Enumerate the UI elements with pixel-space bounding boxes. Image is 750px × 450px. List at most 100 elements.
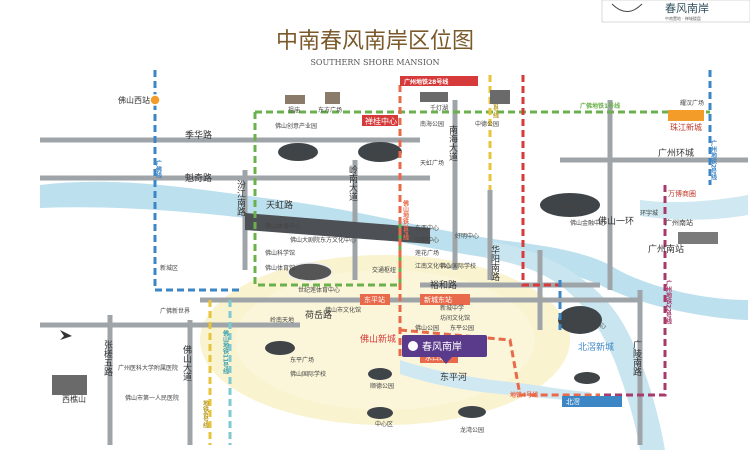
station-xincheng-east: 新城东站 — [424, 295, 452, 304]
road-zhangcha: 张槎五路 — [102, 340, 113, 377]
station-chan-center: 禅桂中心 — [365, 116, 397, 126]
logo-box — [601, 0, 750, 23]
compass-icon — [60, 330, 72, 340]
poi-middle: 佛山国际学校 — [290, 370, 326, 378]
landmark-stadium-icon — [287, 262, 333, 282]
metro-line4-label: 地铁4号线 — [510, 391, 538, 399]
station-beijiao-newtown: 北滘新城 — [578, 341, 614, 353]
station-beijiao-tag — [562, 396, 622, 407]
project-pointer — [440, 357, 452, 364]
poi-zhongxin: 中心区 — [375, 420, 393, 428]
metro-gz2-label: 广州地铁2号线 — [710, 139, 718, 181]
station-shuikou: 水口站 — [425, 353, 446, 362]
landmark-tower-icon — [490, 90, 510, 104]
road-foshan-dadao: 佛山大道 — [181, 344, 192, 382]
poi-culture: 佛山大剧院东方文化中心 — [290, 236, 356, 244]
poi-sci-museum: 佛山科学馆 — [265, 249, 295, 257]
metro-purple — [600, 185, 667, 397]
metro-labels: 广州地铁28号线 广佛地铁1号线 地铁6号线 地铁6号线 佛山地铁3号线 广佛线… — [155, 76, 718, 429]
poi-sanlong: 三龙湾 — [580, 374, 598, 382]
landmark-gz-south-icon — [678, 232, 718, 244]
lake-beijiao — [558, 306, 602, 334]
road-gz-huancheng: 广州环城 — [658, 147, 694, 159]
road-fenjiang: 汾江南路 — [235, 180, 246, 217]
road-gz-nanpu: 广州南站 — [648, 243, 684, 255]
poi-stadium: 佛山体育中心 — [265, 222, 301, 230]
lake-5 — [574, 372, 600, 384]
landmark-qiandeng-icon — [420, 92, 448, 102]
metro-line28-label: 广州地铁28号线 — [404, 78, 448, 86]
metro-red — [521, 75, 560, 287]
area-foshan-newtown: 佛山新城 — [360, 333, 396, 345]
poi-eastern: 东方广场 — [268, 344, 292, 352]
road-yuhe: 裕和路 — [430, 279, 457, 291]
road-kuiqi: 魁奇路 — [185, 172, 212, 184]
station-beijiao: 北滘 — [566, 397, 580, 406]
poi-tianlu: 佛山金融中心 — [570, 219, 606, 227]
poi-baixian: 百花广场 — [290, 152, 314, 160]
lake-qiandeng — [278, 143, 318, 161]
poi-labels: 祖庙 东方广场 佛山创意产业园 南海公园 中德公园 千灯湖 百花广场 文华公园 … — [118, 99, 704, 434]
project-name: 春风南岸 — [422, 340, 462, 353]
road-tianhong: 天虹路 — [266, 199, 293, 211]
poi-chuangyi: 佛山创意产业园 — [275, 122, 317, 130]
metro-line28-tag — [400, 76, 478, 86]
landmark-xiqiao: 西樵山 — [62, 394, 86, 404]
road-foshan-yihuan: 佛山一环 — [598, 215, 634, 227]
project-pin-icon — [408, 341, 418, 351]
road-hetao: 荷岳路 — [305, 309, 332, 321]
logo-mark-icon — [611, 3, 643, 12]
project-box — [402, 335, 487, 357]
poi-lingnan-tiandi: 岭南天地 — [270, 316, 294, 324]
poi-foshan-city: 佛山市文化馆 — [325, 306, 361, 314]
poi-jiangnan: 江南文化中心 — [415, 262, 451, 270]
poi-zhongde: 中德公园 — [475, 120, 499, 128]
poi-hengan: 环宇城 — [640, 209, 658, 217]
landmark-zumiao-icon — [285, 95, 305, 104]
poi-library: 坊间文化馆 — [440, 314, 470, 322]
lake-4 — [458, 406, 486, 418]
station-guangzhou-south: 广州南站 — [665, 218, 693, 227]
logo-subtext: 中南置地 · 禅城楼盘 — [665, 15, 701, 21]
poi-nanhai-park: 南海公园 — [420, 120, 444, 128]
station-markers: 佛山西站 禅桂中心 珠江新城 万博商圈 东平站 新城东站 水口站 广州南站 北滘… — [62, 94, 704, 407]
poi-daqi: 佛山体育馆 — [265, 264, 295, 272]
poi-college: 广州医科大学附属医院 — [118, 364, 178, 372]
road-jihua: 季华路 — [185, 129, 212, 141]
station-zhujiang-tag — [668, 110, 704, 121]
landmark-icons — [52, 90, 718, 395]
project-marker: 春风南岸 — [402, 335, 487, 364]
poi-yaohan: 耀汉广场 — [680, 99, 704, 107]
poi-sci-park: 东平公园 — [450, 324, 474, 332]
poi-wenhua: 文华公园 — [370, 152, 394, 160]
landmark-building-icon — [325, 92, 340, 104]
map-title: 中南春风南岸区位图 — [276, 29, 474, 54]
poi-north-center: 北滘文化中心 — [570, 322, 606, 330]
metro-lines — [153, 70, 712, 445]
station-zhujiang: 珠江新城 — [670, 122, 702, 132]
road-huayang: 华阳南路 — [489, 244, 500, 282]
lake-wenhua — [358, 142, 402, 162]
lake-3 — [367, 407, 393, 419]
poi-lianhua: 莲花广场 — [415, 249, 439, 257]
poi-dongfang: 东方广场 — [318, 106, 342, 114]
metro-line1-label: 广佛地铁1号线 — [580, 102, 620, 110]
road-nanhai: 南海大道 — [447, 124, 458, 162]
metro-line3-label: 佛山地铁3号线 — [402, 199, 410, 241]
lake-1 — [265, 341, 295, 355]
metro-green-loop — [253, 112, 402, 287]
poi-kuiqi-ent: 交通枢纽 — [372, 266, 396, 274]
poi-qiandeng: 千灯湖 — [430, 104, 448, 112]
vertical-road-labels: 汾江南路 岭南大道 南海大道 华阳南路 张槎五路 佛山大道 广陵南路 — [102, 124, 642, 382]
poi-shunde: 顺德公园 — [370, 382, 394, 390]
poi-gym: 佛山公园 — [415, 324, 439, 332]
river-main — [40, 181, 748, 320]
poi-longshan: 龙湾公园 — [460, 426, 484, 434]
station-foshan-west: 佛山西站 — [118, 95, 150, 105]
river-east — [640, 195, 748, 220]
station-xincheng-east-tag — [420, 294, 470, 305]
poi-tiandi: 天虹广场 — [420, 159, 444, 167]
road-network — [40, 100, 748, 445]
station-dongping: 东平站 — [364, 295, 385, 304]
